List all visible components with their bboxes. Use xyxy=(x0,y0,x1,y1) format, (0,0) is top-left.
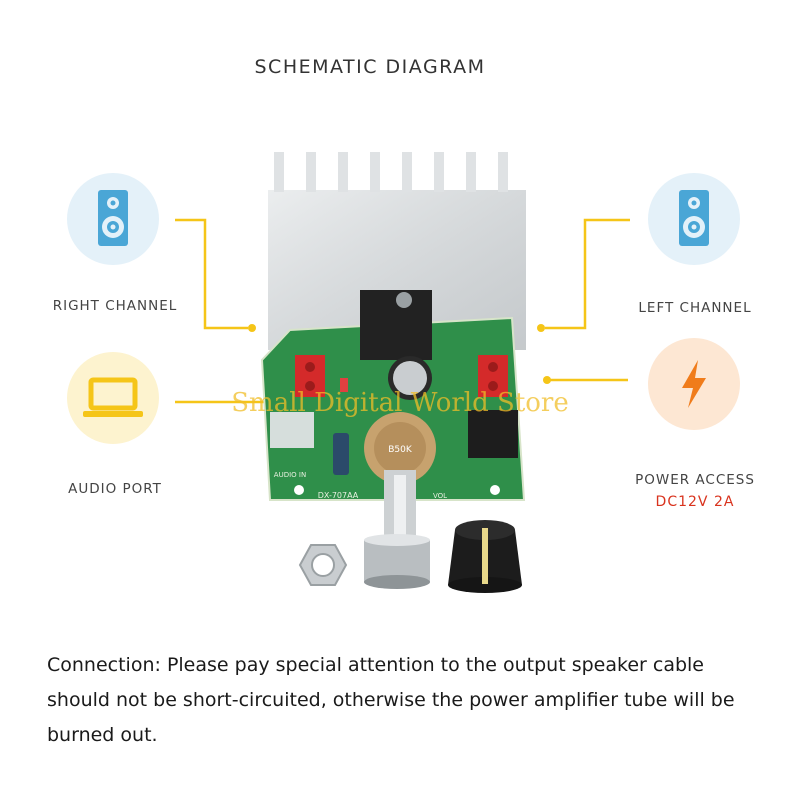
audio-in-label: AUDIO IN xyxy=(274,471,306,479)
speaker-icon xyxy=(679,190,709,246)
audio-port-label: AUDIO PORT xyxy=(68,481,162,497)
page-title: SCHEMATIC DIAGRAM xyxy=(254,56,486,78)
lightning-icon xyxy=(682,360,706,408)
red-led xyxy=(340,378,348,392)
power-access-label: POWER ACCESS xyxy=(635,472,755,488)
left-channel-label: LEFT CHANNEL xyxy=(638,300,752,316)
amplifier-ic xyxy=(360,290,432,360)
power-spec: DC12V 2A xyxy=(655,494,735,510)
speaker-icon xyxy=(98,190,128,246)
laptop-icon xyxy=(83,377,143,417)
left-channel-icon-circle xyxy=(648,173,740,265)
connector-lines xyxy=(175,218,630,406)
metal-sleeve xyxy=(364,534,430,589)
control-knob xyxy=(448,520,522,593)
audio-jack xyxy=(270,412,314,448)
small-capacitor xyxy=(333,433,349,475)
pot-label: B50K xyxy=(388,445,413,455)
heatsink xyxy=(268,152,526,350)
audio-port-icon-circle xyxy=(67,352,159,444)
left-channel-connector xyxy=(545,218,630,330)
pcb xyxy=(262,318,524,500)
power-jack xyxy=(468,410,518,458)
hex-nut xyxy=(298,544,348,586)
right-channel-icon-circle xyxy=(67,173,159,265)
connection-note: Connection: Please pay special attention… xyxy=(47,654,735,746)
right-channel-connector xyxy=(175,218,248,330)
vol-label: VOL xyxy=(433,492,447,500)
model-label: DX-707AA xyxy=(318,491,359,500)
right-channel-label: RIGHT CHANNEL xyxy=(52,298,178,314)
power-access-icon-circle xyxy=(648,338,740,430)
